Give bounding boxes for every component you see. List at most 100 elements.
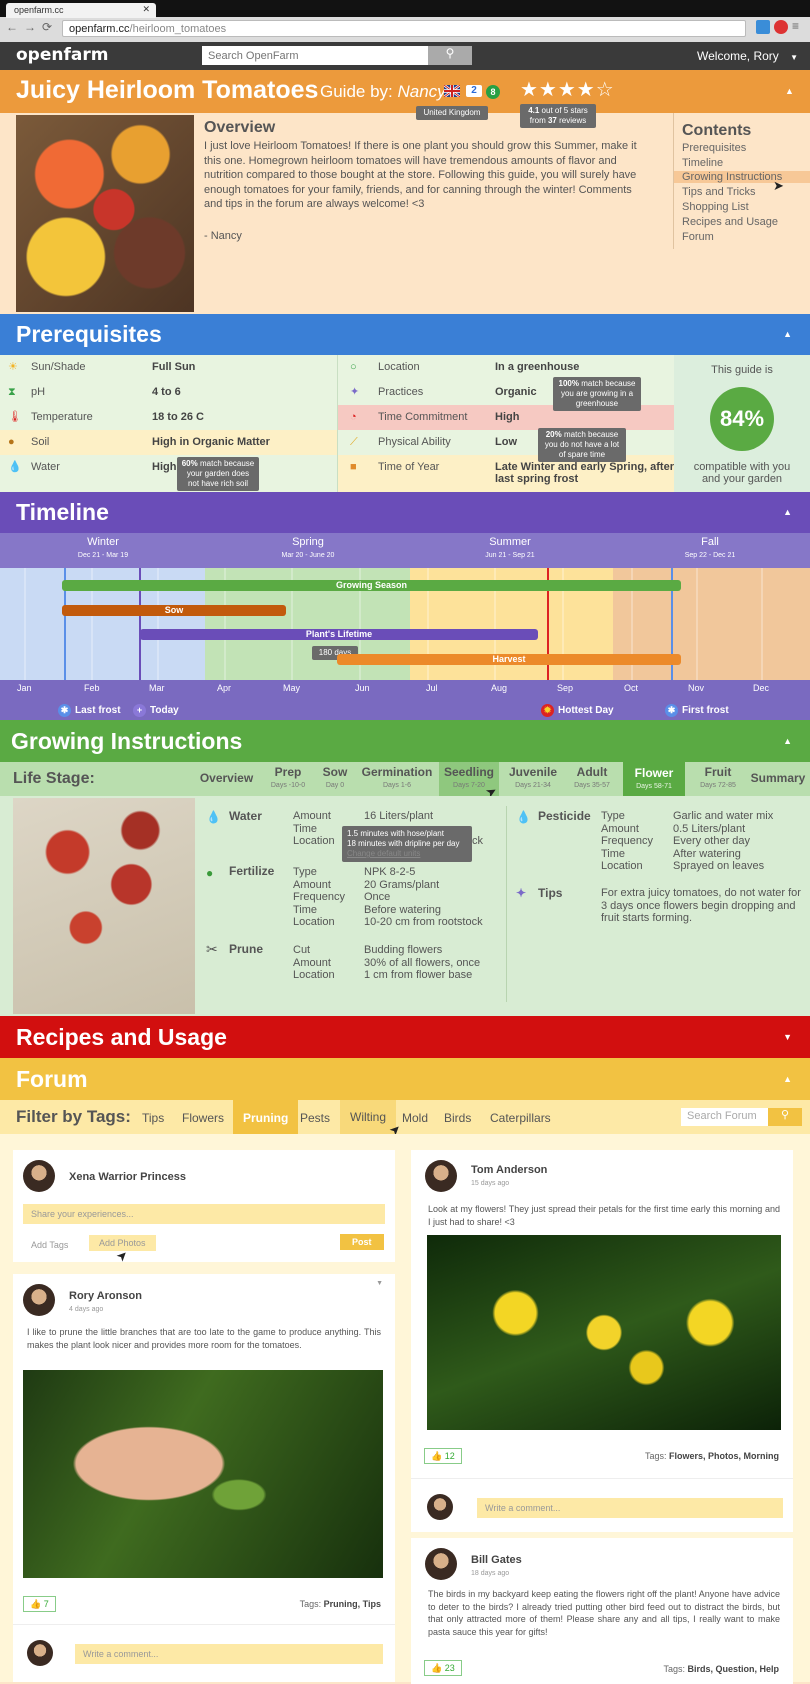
hottest-day-marker[interactable]: ✹Hottest Day — [541, 704, 614, 717]
change-units-link[interactable]: Change default units — [347, 849, 421, 858]
harvest-bar[interactable]: Harvest — [337, 654, 681, 665]
filter-tag-pests[interactable]: Pests — [300, 1111, 331, 1125]
back-icon[interactable]: ← — [6, 20, 18, 34]
sow-bar[interactable]: Sow — [62, 605, 286, 616]
reload-icon[interactable]: ⟳ — [42, 20, 53, 34]
comment-input[interactable]: Write a comment... — [477, 1498, 783, 1518]
address-bar[interactable]: openfarm.cc/heirloom_tomatoes — [62, 20, 746, 37]
close-tab-icon[interactable]: ✕ — [142, 4, 150, 14]
filter-tag-birds[interactable]: Birds — [444, 1111, 472, 1125]
post-options-icon[interactable]: ▼ — [376, 1280, 383, 1287]
pruning-photo[interactable] — [23, 1370, 383, 1578]
forum-search-input[interactable]: Search Forum — [681, 1108, 768, 1126]
contents-link-prerequisites[interactable]: Prerequisites — [682, 142, 747, 154]
add-tags-button[interactable]: Add Tags — [31, 1240, 69, 1250]
star-rating[interactable]: ★★★★☆ — [520, 79, 615, 101]
prereq-label: pH — [31, 386, 46, 398]
collapse-icon[interactable]: ▲ — [783, 736, 792, 746]
guide-author[interactable]: Nancy — [397, 82, 446, 101]
filter-tag-tips[interactable]: Tips — [142, 1111, 165, 1125]
search-button[interactable]: ⚲ — [428, 46, 472, 65]
value: 1 cm from flower base — [364, 969, 473, 981]
thermometer-icon: 🌡 — [8, 411, 22, 423]
post-author[interactable]: Tom Anderson — [471, 1164, 548, 1176]
badge-eight-icon[interactable]: 8 — [486, 85, 500, 99]
add-photos-button[interactable]: Add Photos — [89, 1235, 156, 1251]
first-frost-marker[interactable]: ✱First frost — [665, 704, 729, 717]
collapse-icon[interactable]: ▲ — [785, 86, 794, 96]
contents-heading: Contents — [682, 122, 752, 139]
post-author[interactable]: Bill Gates — [471, 1554, 522, 1566]
filter-tag-flowers[interactable]: Flowers — [182, 1111, 225, 1125]
recipes-header[interactable]: Recipes and Usage▼ — [0, 1016, 810, 1058]
stage-tab-overview[interactable]: Overview — [199, 772, 254, 784]
prereq-label: Time Commitment — [378, 411, 468, 423]
post-button[interactable]: Post — [340, 1234, 384, 1250]
contents-link-tips[interactable]: Tips and Tricks — [682, 186, 756, 198]
growing-instructions-header[interactable]: Growing Instructions▲ — [0, 720, 810, 762]
soil-match-tooltip: 60% match because your garden does not h… — [177, 457, 259, 491]
contents-link-timeline[interactable]: Timeline — [682, 157, 724, 169]
plant-lifetime-bar[interactable]: Plant's Lifetime — [140, 629, 538, 640]
month-label: Mar — [149, 683, 165, 693]
today-marker[interactable]: +Today — [133, 704, 179, 717]
extension-icon[interactable] — [756, 20, 770, 34]
pinterest-icon[interactable] — [774, 20, 788, 34]
openfarm-logo[interactable]: openfarm — [16, 45, 109, 65]
post-author[interactable]: Rory Aronson — [69, 1290, 142, 1302]
forum-search-button[interactable]: ⚲ — [768, 1108, 802, 1126]
last-frost-marker[interactable]: ✱Last frost — [58, 704, 121, 717]
expand-icon[interactable]: ▼ — [783, 1032, 792, 1042]
collapse-icon[interactable]: ▲ — [783, 507, 792, 517]
site-search-input[interactable] — [202, 46, 428, 65]
value: Garlic and water mix — [673, 810, 774, 822]
stage-tab-summary[interactable]: Summary — [750, 772, 806, 784]
like-button[interactable]: 👍 7 — [23, 1596, 56, 1612]
uk-flag-icon[interactable] — [443, 84, 461, 98]
heirloom-tomatoes-photo — [16, 115, 194, 312]
filter-tag-mold[interactable]: Mold — [402, 1111, 429, 1125]
tomato-flowers-photo[interactable] — [427, 1235, 781, 1430]
browser-tab[interactable]: openfarm.cc✕ — [6, 3, 156, 18]
snowflake-icon: ✱ — [665, 704, 678, 717]
collapse-icon[interactable]: ▲ — [783, 329, 792, 339]
filter-tag-wilting[interactable]: Wilting — [340, 1100, 397, 1134]
contents-link-growing-instructions[interactable]: Growing Instructions — [674, 171, 810, 183]
timeline-header[interactable]: Timeline▲ — [0, 492, 810, 533]
badge-two-icon[interactable]: 2 — [466, 85, 482, 97]
user-menu[interactable]: Welcome, Rory ▼ — [697, 49, 798, 63]
tags-value[interactable]: Flowers, Photos, Morning — [669, 1451, 779, 1461]
divider — [13, 1624, 395, 1625]
filter-tag-caterpillars[interactable]: Caterpillars — [490, 1111, 551, 1125]
like-button[interactable]: 👍 23 — [424, 1660, 462, 1676]
menu-icon[interactable]: ≡ — [792, 19, 800, 33]
like-count: 23 — [444, 1663, 455, 1673]
contents-link-forum[interactable]: Forum — [682, 231, 714, 243]
filter-tag-pruning[interactable]: Pruning — [233, 1100, 299, 1134]
forward-icon[interactable]: → — [24, 20, 36, 34]
scissors-icon: ✂ — [206, 941, 218, 957]
contents-link-shopping-list[interactable]: Shopping List — [682, 201, 749, 213]
comment-input[interactable]: Write a comment... — [75, 1644, 383, 1664]
like-button[interactable]: 👍 12 — [424, 1448, 462, 1464]
contents-link-recipes[interactable]: Recipes and Usage — [682, 216, 779, 228]
browser-chrome: openfarm.cc✕ ← → ⟳ openfarm.cc/heirloom_… — [0, 0, 810, 42]
value: Before watering — [364, 903, 442, 916]
forum-header[interactable]: Forum▲ — [0, 1058, 810, 1100]
soil-icon: ● — [8, 436, 15, 448]
share-experience-input[interactable]: Share your experiences... — [23, 1204, 385, 1224]
stage-name: Fruit — [704, 765, 732, 779]
collapse-icon[interactable]: ▲ — [783, 1074, 792, 1084]
tags-value[interactable]: Pruning, Tips — [323, 1599, 381, 1609]
tags-value[interactable]: Birds, Question, Help — [687, 1664, 779, 1674]
growing-season-bar[interactable]: Growing Season — [62, 580, 681, 591]
prerequisites-header[interactable]: Prerequisites▲ — [0, 314, 810, 355]
